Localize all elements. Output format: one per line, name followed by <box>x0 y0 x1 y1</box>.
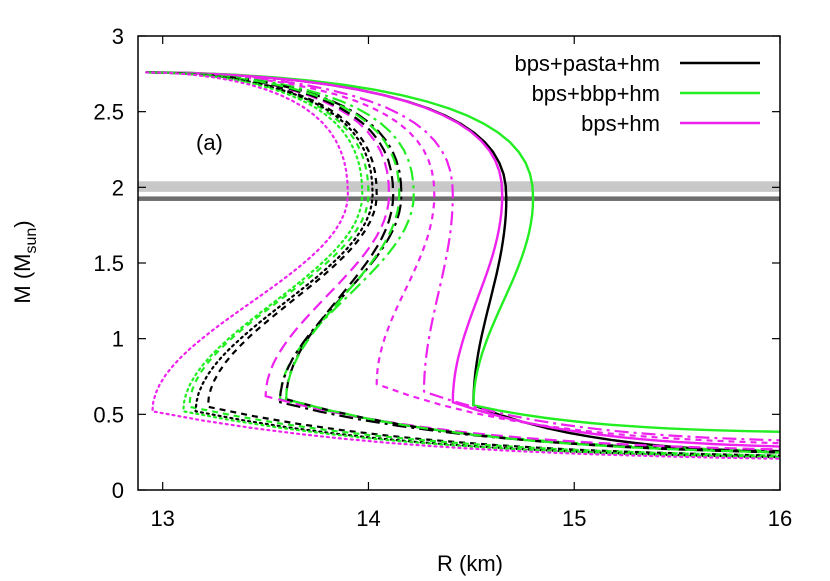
mass-radius-curve <box>145 71 780 460</box>
legend-label: bps+bbp+hm <box>532 81 660 106</box>
mass-radius-curve <box>146 71 780 451</box>
x-axis-label: R (km) <box>437 551 503 576</box>
panel-label: (a) <box>196 130 223 155</box>
mass-radius-curve <box>145 71 780 459</box>
x-tick-label: 15 <box>562 506 586 531</box>
axis-ticks: 13 14 15 16 0 0.5 1 1.5 2 2.5 3 <box>93 24 792 531</box>
mass-radius-curve <box>146 71 780 448</box>
y-tick-label: 3 <box>112 24 124 49</box>
mass-radius-curve <box>146 71 780 457</box>
x-tick-label: 16 <box>768 506 792 531</box>
x-tick-label: 14 <box>356 506 380 531</box>
y-axis-label: M (Msun) <box>10 220 40 303</box>
legend-label: bps+hm <box>581 111 660 136</box>
legend-label: bps+pasta+hm <box>514 51 660 76</box>
mass-band-1 <box>138 181 780 192</box>
legend: bps+pasta+hm bps+bbp+hm bps+hm <box>514 51 760 136</box>
mass-radius-curve <box>146 71 780 457</box>
mass-radius-curve <box>146 71 780 442</box>
y-tick-label: 1 <box>112 327 124 352</box>
mass-radius-curve <box>146 71 780 445</box>
curves-layer <box>145 71 780 460</box>
y-axis-label-close: ) <box>10 220 35 227</box>
y-tick-label: 2 <box>112 175 124 200</box>
y-axis-label-main: M (M <box>10 254 35 304</box>
y-tick-label: 2.5 <box>93 100 124 125</box>
plot-frame <box>137 35 781 491</box>
mass-radius-curve <box>146 71 780 434</box>
y-tick-label: 0.5 <box>93 402 124 427</box>
y-tick-label: 1.5 <box>93 251 124 276</box>
y-axis-label-sub: sun <box>23 228 40 254</box>
y-tick-label: 0 <box>112 478 124 503</box>
mass-radius-curve <box>146 71 780 454</box>
x-tick-label: 13 <box>150 506 174 531</box>
observational-mass-bands <box>138 181 780 201</box>
mass-band-2 <box>138 196 780 201</box>
